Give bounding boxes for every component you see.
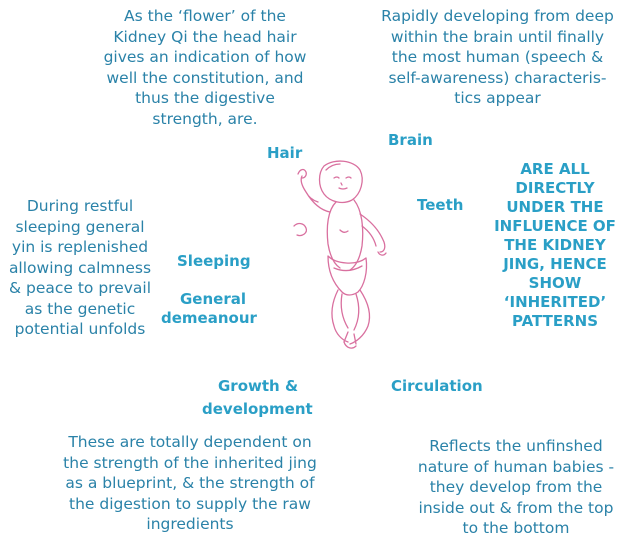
baby-feet <box>344 342 356 348</box>
baby-left-arm <box>301 176 330 212</box>
circulation-description-line: nature of human babies - <box>398 457 634 478</box>
circulation-description-line: inside out & from the top <box>398 498 634 519</box>
circulation-description: Reflects the unfinshed nature of human b… <box>398 436 634 539</box>
brain-description-line: tics appear <box>365 88 630 109</box>
sleeping-description-line: yin is replenished <box>0 237 160 258</box>
hair-description-line: Kidney Qi the head hair <box>85 27 325 48</box>
hair-description-line: As the ‘flower’ of the <box>85 6 325 27</box>
brain-description-line: the most human (speech & <box>365 47 630 68</box>
growth-description-line: These are totally dependent on <box>40 432 340 453</box>
growth-description: These are totally dependent on the stren… <box>40 432 340 535</box>
baby-right-leg <box>350 290 370 344</box>
influence-line: JING, HENCE <box>478 255 632 274</box>
influence-line: ARE ALL <box>478 160 632 179</box>
brain-description-line: within the brain until finally <box>365 27 630 48</box>
baby-illustration <box>288 156 406 356</box>
sleeping-description-line: as the genetic <box>0 299 160 320</box>
influence-line: SHOW <box>478 274 632 293</box>
baby-hand <box>294 224 306 236</box>
hair-description-line: thus the digestive <box>85 88 325 109</box>
brain-description-line: Rapidly developing from deep <box>365 6 630 27</box>
label-teeth: Teeth <box>417 196 463 215</box>
influence-line: UNDER THE <box>478 198 632 217</box>
brain-description-line: self-awareness) characteris- <box>365 68 630 89</box>
influence-line: PATTERNS <box>478 312 632 331</box>
influence-line: DIRECTLY <box>478 179 632 198</box>
sleeping-description-line: During restful <box>0 196 160 217</box>
kidney-jing-influence-note: ARE ALL DIRECTLY UNDER THE INFLUENCE OF … <box>478 160 632 331</box>
label-demeanour: demeanour <box>161 309 257 328</box>
circulation-description-line: they develop from the <box>398 477 634 498</box>
sleeping-description-line: potential unfolds <box>0 319 160 340</box>
influence-line: INFLUENCE OF <box>478 217 632 236</box>
label-growth: Growth & <box>218 377 298 396</box>
baby-face <box>334 177 351 189</box>
hair-description-line: well the constitution, and <box>85 68 325 89</box>
growth-description-line: ingredients <box>40 514 340 535</box>
growth-description-line: the strength of the inherited jing <box>40 453 340 474</box>
label-brain: Brain <box>388 131 433 150</box>
label-sleeping: Sleeping <box>177 252 251 271</box>
influence-line: ‘INHERITED’ <box>478 293 632 312</box>
baby-head <box>320 161 363 202</box>
label-circulation: Circulation <box>391 377 483 396</box>
circulation-description-line: Reflects the unfinshed <box>398 436 634 457</box>
label-development: development <box>202 400 313 419</box>
growth-description-line: as a blueprint, & the strength of <box>40 473 340 494</box>
sleeping-description: During restful sleeping general yin is r… <box>0 196 160 340</box>
baby-right-arm <box>360 214 385 252</box>
hair-description: As the ‘flower’ of the Kidney Qi the hea… <box>85 6 325 129</box>
hair-description-line: gives an indication of how <box>85 47 325 68</box>
baby-left-leg <box>332 290 348 342</box>
sleeping-description-line: allowing calmness <box>0 258 160 279</box>
circulation-description-line: to the bottom <box>398 518 634 539</box>
sleeping-description-line: & peace to prevail <box>0 278 160 299</box>
growth-description-line: the digestion to supply the raw <box>40 494 340 515</box>
label-general: General <box>180 290 246 309</box>
sleeping-description-line: sleeping general <box>0 217 160 238</box>
hair-description-line: strength, are. <box>85 109 325 130</box>
influence-line: THE KIDNEY <box>478 236 632 255</box>
brain-description: Rapidly developing from deep within the … <box>365 6 630 109</box>
